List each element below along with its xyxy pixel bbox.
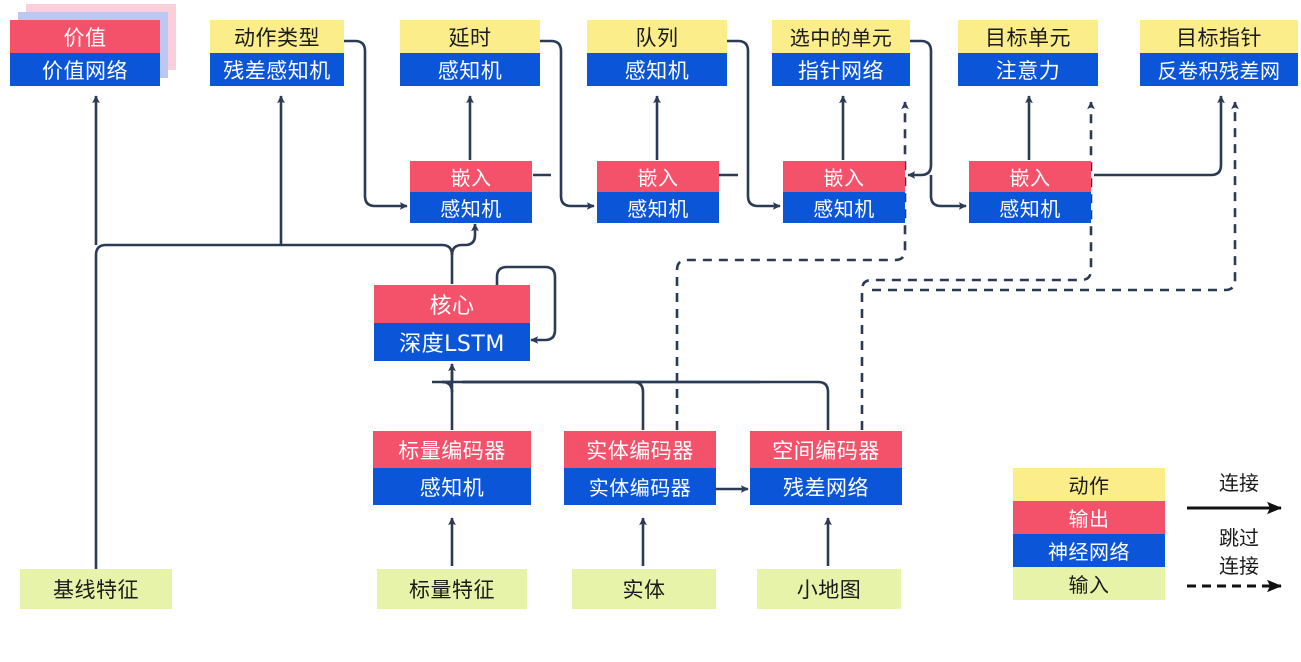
legend-swatches: 动作 输出 神经网络 输入 (1013, 468, 1165, 600)
node-embed-1-bottom: 感知机 (410, 192, 532, 223)
node-baseline-features-label: 基线特征 (20, 569, 172, 609)
node-scalar-encoder-bottom: 感知机 (373, 468, 531, 505)
node-queue[interactable]: 队列 感知机 (587, 20, 727, 86)
legend-swatch-input: 输入 (1013, 567, 1165, 600)
node-delay[interactable]: 延时 感知机 (400, 20, 540, 86)
legend-arrow-area: 连接 跳过 连接 (1185, 468, 1301, 600)
node-target-unit-bottom: 注意力 (958, 53, 1098, 86)
node-embed-1-top: 嵌入 (410, 161, 532, 192)
node-action-type-top: 动作类型 (210, 20, 344, 53)
node-target-pointer-bottom: 反卷积残差网 (1140, 53, 1298, 86)
node-baseline-features[interactable]: 基线特征 (20, 569, 172, 609)
node-embed-2-bottom: 感知机 (597, 192, 719, 223)
node-value[interactable]: 价值 价值网络 (10, 20, 160, 86)
node-embed-3[interactable]: 嵌入 感知机 (783, 161, 905, 223)
node-core-top: 核心 (374, 285, 530, 323)
node-embed-4-bottom: 感知机 (969, 192, 1091, 223)
node-embed-3-top: 嵌入 (783, 161, 905, 192)
legend-swatch-network: 神经网络 (1013, 534, 1165, 567)
node-queue-top: 队列 (587, 20, 727, 53)
node-spatial-encoder-bottom: 残差网络 (750, 468, 902, 505)
node-target-pointer[interactable]: 目标指针 反卷积残差网 (1140, 20, 1298, 86)
node-spatial-encoder[interactable]: 空间编码器 残差网络 (750, 431, 902, 505)
node-embed-4-top: 嵌入 (969, 161, 1091, 192)
node-embed-1[interactable]: 嵌入 感知机 (410, 161, 532, 223)
node-scalar-encoder[interactable]: 标量编码器 感知机 (373, 431, 531, 505)
node-target-pointer-top: 目标指针 (1140, 20, 1298, 53)
node-minimap-label: 小地图 (757, 569, 901, 609)
legend-skip-label-1: 跳过 (1219, 526, 1259, 550)
legend-connection-label: 连接 (1219, 471, 1259, 495)
node-scalar-encoder-top: 标量编码器 (373, 431, 531, 468)
node-embed-4[interactable]: 嵌入 感知机 (969, 161, 1091, 223)
legend-swatch-action: 动作 (1013, 468, 1165, 501)
node-selected-units-top: 选中的单元 (772, 20, 910, 53)
legend-arrow-glyphs (1187, 501, 1282, 593)
node-minimap[interactable]: 小地图 (757, 569, 901, 609)
node-value-bottom: 价值网络 (10, 53, 160, 86)
node-entity-encoder-top: 实体编码器 (564, 431, 716, 468)
legend-skip-label-2: 连接 (1219, 554, 1259, 578)
node-scalar-features-label: 标量特征 (377, 569, 527, 609)
node-entities-label: 实体 (572, 569, 716, 609)
node-embed-2[interactable]: 嵌入 感知机 (597, 161, 719, 223)
legend-swatch-output: 输出 (1013, 501, 1165, 534)
node-scalar-features[interactable]: 标量特征 (377, 569, 527, 609)
node-entity-encoder[interactable]: 实体编码器 实体编码器 (564, 431, 716, 505)
node-selected-units-bottom: 指针网络 (772, 53, 910, 86)
node-action-type-bottom: 残差感知机 (210, 53, 344, 86)
node-queue-bottom: 感知机 (587, 53, 727, 86)
node-selected-units[interactable]: 选中的单元 指针网络 (772, 20, 910, 86)
node-target-unit[interactable]: 目标单元 注意力 (958, 20, 1098, 86)
node-embed-2-top: 嵌入 (597, 161, 719, 192)
node-core-bottom: 深度LSTM (374, 323, 530, 361)
node-spatial-encoder-top: 空间编码器 (750, 431, 902, 468)
node-target-unit-top: 目标单元 (958, 20, 1098, 53)
node-core[interactable]: 核心 深度LSTM (374, 285, 530, 361)
node-value-top: 价值 (10, 20, 160, 53)
node-entities[interactable]: 实体 (572, 569, 716, 609)
node-action-type[interactable]: 动作类型 残差感知机 (210, 20, 344, 86)
node-delay-top: 延时 (400, 20, 540, 53)
node-delay-bottom: 感知机 (400, 53, 540, 86)
node-entity-encoder-bottom: 实体编码器 (564, 468, 716, 505)
node-embed-3-bottom: 感知机 (783, 192, 905, 223)
